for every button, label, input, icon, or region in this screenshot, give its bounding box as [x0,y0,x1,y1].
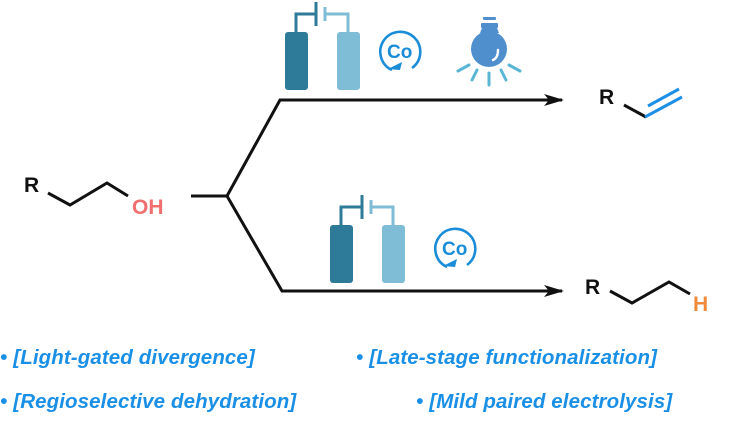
substituent-r-label: R [24,174,39,197]
lower-reaction-arrow [225,195,564,297]
hydroxyl-label: OH [132,196,164,219]
carbon-chain-bonds [609,280,691,305]
catalyst-label: Co [442,239,467,260]
electrolysis-cell-icon [285,2,360,90]
cobalt-catalyst-cycle-icon: Co [379,30,422,72]
alkane-product: R H [585,276,708,316]
alkene-product: R [599,86,683,119]
bullet-dot: • [416,390,424,413]
light-bulb-icon [456,17,522,87]
product-substituent-r-label: R [585,276,600,299]
product-substituent-r-label: R [599,86,614,109]
feature-text: [Regioselective dehydration] [13,390,297,413]
light-rays [456,63,522,87]
catalyst-label: Co [387,42,412,63]
starting-material: R OH [24,174,164,219]
feature-item: •[Mild paired electrolysis] [416,390,672,414]
hydrogen-label: H [693,293,708,316]
bullet-dot: • [0,346,8,369]
double-bond-outer [644,95,683,119]
anode-electrode [285,32,308,90]
cathode-electrode [382,225,405,283]
upper-reaction-arrow [225,94,564,197]
electrolysis-cell-icon [330,195,405,283]
single-bond [623,103,647,119]
feature-item: •[Late-stage functionalization] [356,346,657,370]
carbon-chain-bonds [47,181,129,207]
bullet-dot: • [0,390,8,413]
feature-text: [Late-stage functionalization] [369,346,658,369]
cobalt-catalyst-cycle-icon: Co [434,227,477,269]
feature-text: [Light-gated divergence] [13,346,255,369]
cathode-electrode [337,32,360,90]
anode-electrode [330,225,353,283]
feature-item: •[Regioselective dehydration] [0,390,296,414]
feature-text: [Mild paired electrolysis] [429,390,673,413]
bullet-dot: • [356,346,364,369]
double-bond-inner [647,87,680,108]
divergent-arrows [191,94,564,297]
feature-item: •[Light-gated divergence] [0,346,255,370]
